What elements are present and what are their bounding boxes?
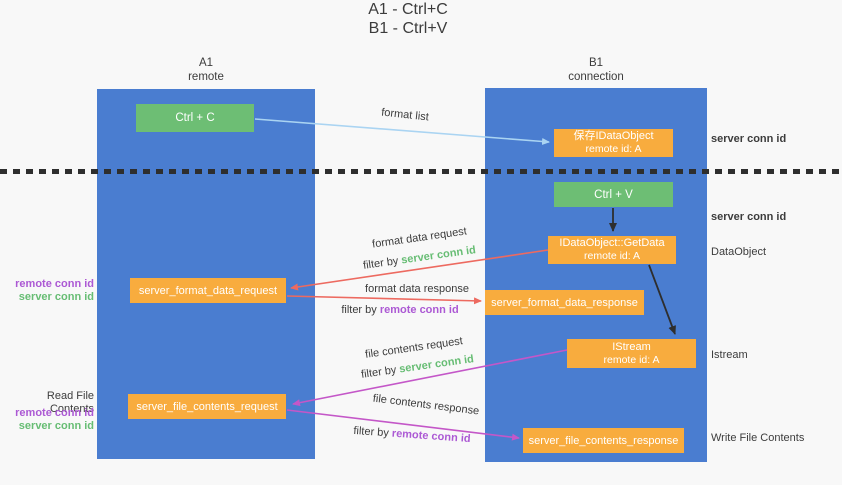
filter-by-text: filter by (353, 424, 393, 440)
server-conn-id-annotation-left-bottom: server conn id (18, 420, 94, 432)
file-response-box: server_file_contents_response (523, 428, 684, 453)
getdata-box: IDataObject::GetData remote id: A (548, 236, 676, 264)
remote-conn-id-annotation-bottom: remote conn id (15, 407, 94, 419)
save-dataobject-line1: 保存IDataObject (573, 130, 654, 142)
server-conn-id-annotation-top: server conn id (711, 133, 787, 145)
file-request-label: server_file_contents_request (136, 400, 278, 413)
file-request-box: server_file_contents_request (128, 394, 286, 419)
getdata-line1: IDataObject::GetData (559, 237, 665, 249)
remote-conn-id-highlight: remote conn id (391, 427, 471, 446)
left-conn-id-block-top: remote conn id server conn id (0, 278, 94, 304)
file-contents-response-filter: filter by remote conn id (346, 424, 479, 445)
left-conn-id-block-bottom: remote conn id server conn id (0, 407, 94, 433)
title-line-2: B1 - Ctrl+V (368, 20, 448, 37)
server-conn-id-highlight: server conn id (400, 244, 477, 267)
format-request-box: server_format_data_request (130, 278, 286, 303)
lifeline-header-a1: A1 remote (97, 56, 315, 84)
write-file-contents-annotation: Write File Contents (711, 432, 805, 444)
ctrl-c-box: Ctrl + C (136, 104, 254, 132)
filter-by-text: filter by (362, 254, 403, 272)
ctrl-c-label: Ctrl + C (175, 112, 215, 124)
file-contents-response-label: file contents response (372, 392, 480, 418)
file-response-label: server_file_contents_response (528, 434, 679, 447)
lifeline-b1-name: B1 (588, 57, 604, 69)
diagram-title: A1 - Ctrl+C B1 - Ctrl+V (0, 0, 816, 38)
ctrl-v-label: Ctrl + V (594, 188, 633, 201)
server-conn-id-highlight: server conn id (398, 353, 475, 376)
ctrl-v-box: Ctrl + V (554, 182, 673, 207)
server-conn-id-annotation-mid: server conn id (711, 211, 787, 223)
istream-box: IStream remote id: A (567, 339, 696, 368)
save-dataobject-line2: remote id: A (585, 143, 642, 155)
remote-conn-id-highlight: remote conn id (379, 304, 459, 316)
read-file-contents-annotation: Read File Contents (46, 390, 94, 415)
format-data-response-label: format data response (365, 283, 469, 295)
getdata-line2: remote id: A (583, 250, 641, 262)
server-conn-id-annotation-left-top: server conn id (18, 291, 94, 303)
lifeline-b1-role: connection (568, 71, 624, 83)
dotted-separator (0, 169, 842, 174)
remote-conn-id-annotation-top: remote conn id (15, 278, 94, 290)
format-data-response-filter: filter by remote conn id (335, 304, 465, 316)
format-response-box: server_format_data_response (485, 290, 644, 315)
filter-by-text: filter by (341, 304, 380, 316)
istream-line2: remote id: A (603, 353, 660, 366)
format-request-label: server_format_data_request (138, 284, 278, 297)
format-data-response-arrow (286, 295, 482, 305)
save-dataobject-box: 保存IDataObject remote id: A (554, 129, 673, 157)
istream-annotation: Istream (711, 349, 748, 361)
format-list-label: format list (380, 106, 430, 124)
filter-by-text: filter by (360, 363, 401, 381)
dataobject-annotation: DataObject (711, 246, 767, 258)
lifeline-a1-role: remote (188, 71, 224, 83)
lifeline-header-b1: B1 connection (485, 56, 707, 84)
lifeline-a1-name: A1 (198, 57, 214, 69)
title-line-1: A1 - Ctrl+C (368, 1, 448, 18)
format-response-label: server_format_data_response (491, 296, 638, 309)
istream-line1: IStream (612, 340, 651, 353)
